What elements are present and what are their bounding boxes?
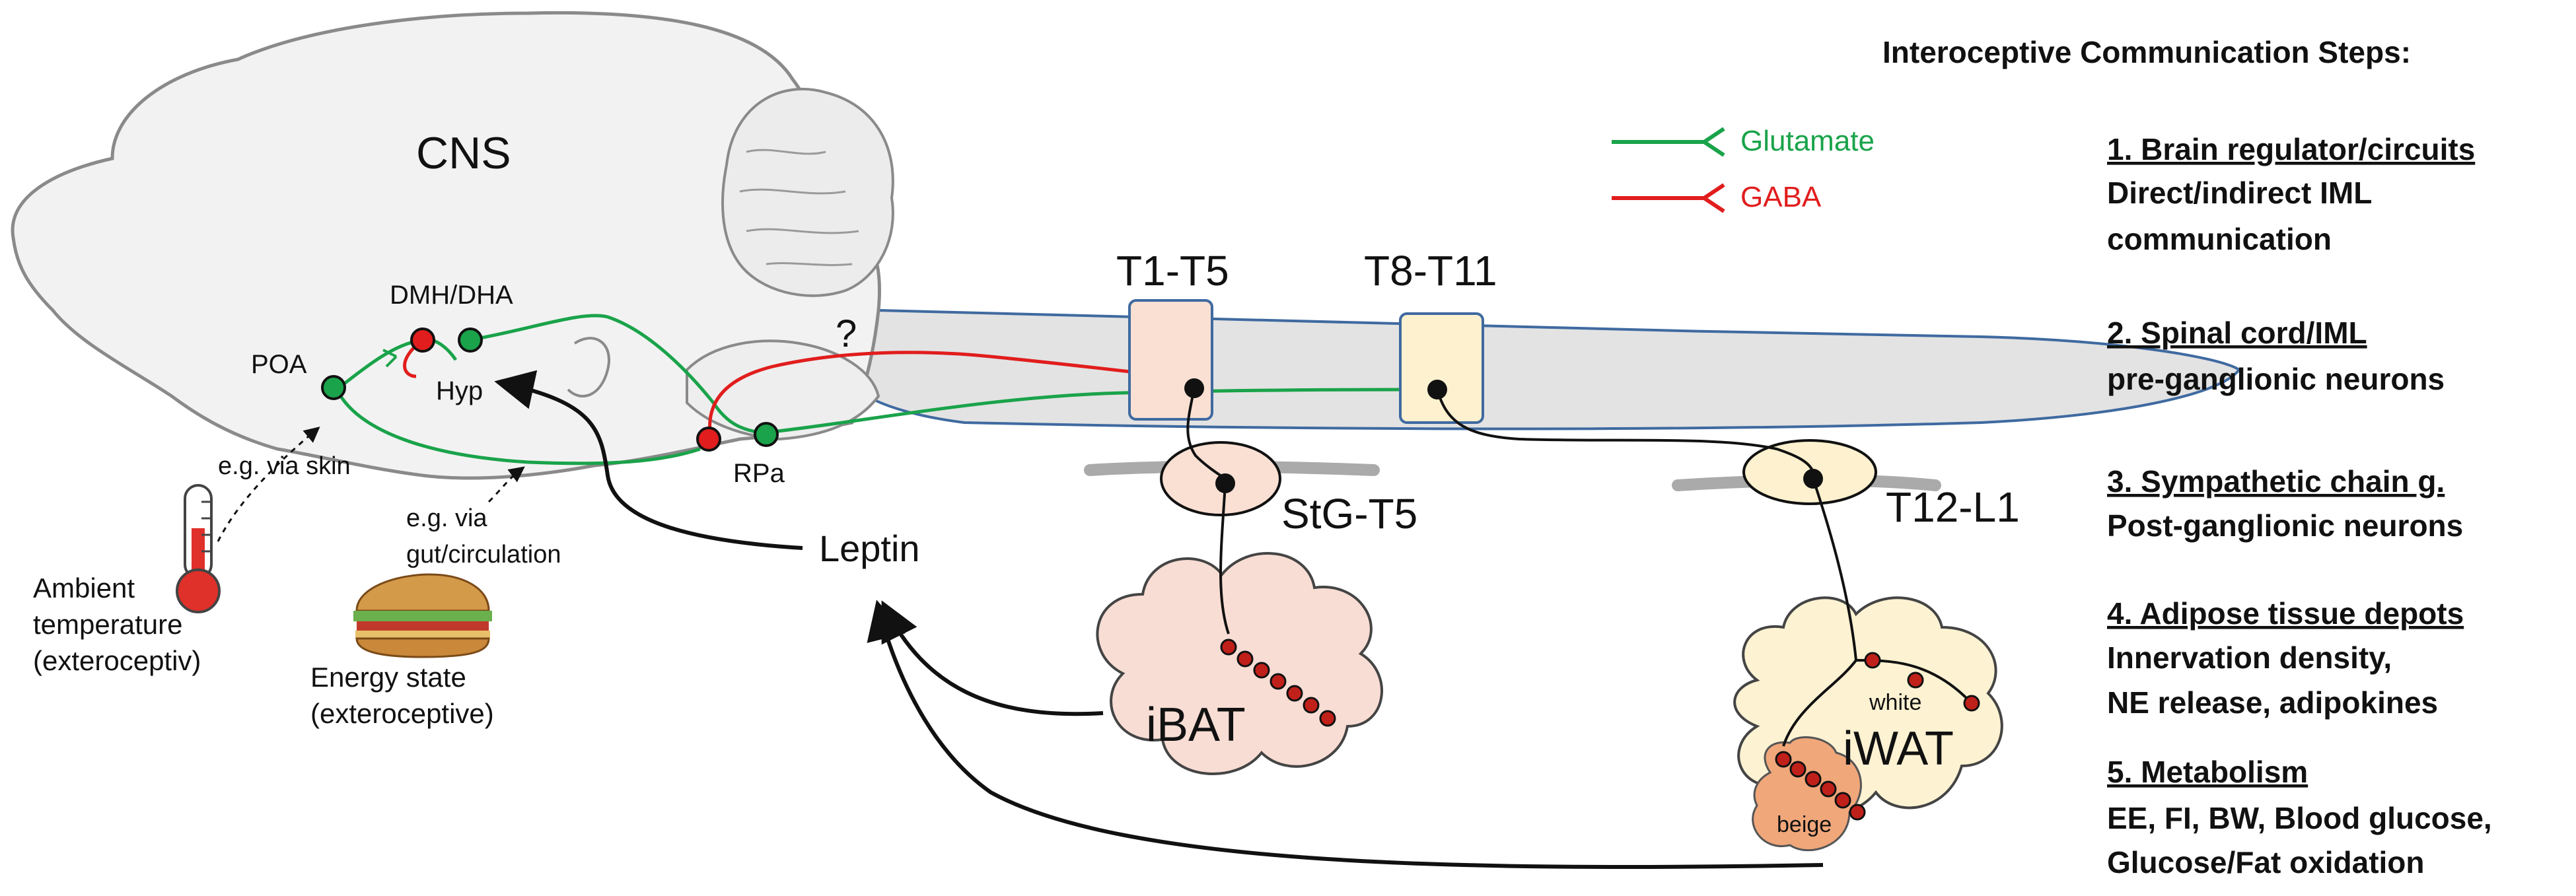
iwat-varicosities [1775,652,1980,821]
varicosity [1220,638,1237,656]
varicosity [1963,695,1980,712]
varicosity [1907,672,1924,689]
spinal-cord [857,308,2241,431]
step-5-line-2: Glucose/Fat oxidation [2107,845,2425,879]
poa-neuron [321,375,346,400]
varicosity [1303,697,1320,714]
dmh-glutamate-neuron [458,327,483,353]
iwat-label: iWAT [1843,722,1954,775]
preganglionic-axon-t8-t11 [1436,389,1814,473]
rpa-glutamate-neuron [754,422,779,447]
varicosity [1834,792,1851,809]
varicosity [1286,685,1303,702]
varicosity [1319,710,1336,727]
segment-t1-t5-label: T1-T5 [1116,247,1229,294]
step-2-heading: 2. Spinal cord/IML [2107,316,2367,350]
legend-gaba-label: GABA [1740,181,1822,213]
step-1-line-1: Direct/indirect IML [2107,176,2372,210]
beige-fat-label: beige [1777,812,1832,837]
ambient-label-line1: Ambient [33,572,135,603]
brain: CNS [11,11,894,480]
dmh-gaba-neuron [410,327,435,353]
varicosity [1775,751,1792,768]
ibat-label: iBAT [1146,699,1246,751]
rpa-gaba-neuron [696,427,721,452]
gut-input-arrow [487,466,525,503]
poa-label: POA [251,350,307,379]
segment-t1-t5-box [1128,299,1213,421]
rpa-label: RPa [733,459,785,488]
step-5-heading: 5. Metabolism [2107,755,2308,789]
energy-label-line2: (exteroceptive) [310,698,494,729]
step-1-heading: 1. Brain regulator/circuits [2107,132,2475,166]
varicosity [1849,804,1866,821]
varicosity [1820,780,1837,798]
legend-gaba-line [1612,183,1725,213]
varicosity [1236,650,1254,668]
skin-route-label: e.g. via skin [218,452,351,480]
legend-glutamate-line [1612,127,1725,157]
step-4-line-2: NE release, adipokines [2107,685,2438,720]
brain-neurons [321,327,779,452]
step-2-line-1: pre-ganglionic neurons [2107,362,2445,396]
brain-label: CNS [416,128,511,178]
gut-route-label-line2: gut/circulation [406,541,561,569]
step-1-line-2: communication [2107,222,2332,256]
varicosity [1789,761,1807,778]
unknown-pathway-label: ? [836,312,857,355]
hyp-label: Hyp [436,376,483,405]
step-4-heading: 4. Adipose tissue depots [2107,596,2464,631]
iwat-to-leptin-arrow [867,600,1824,869]
postganglionic-axon-ibat [1219,483,1230,635]
leptin-to-hyp-arrow [494,370,803,550]
leptin-label: Leptin [819,528,920,569]
ambient-label-line3: (exteroceptiv) [33,645,201,676]
white-fat-label: white [1869,690,1921,715]
thermometer-icon [176,484,221,613]
varicosity [1270,673,1287,690]
skin-input-arrow [217,427,320,542]
postganglionic-axon-iwat [1782,478,1858,747]
legend-glutamate-label: Glutamate [1740,125,1875,157]
segment-t8-t11-label: T8-T11 [1364,247,1497,294]
legend: Glutamate GABA [1612,125,1875,213]
sandwich-icon [353,573,492,658]
varicosity [1253,662,1270,679]
preganglionic-axon-t1-t5 [1186,388,1227,480]
dmh-dha-label: DMH/DHA [390,281,513,310]
steps-panel: Interoceptive Communication Steps: 1. Br… [1882,35,2492,879]
step-4-line-1: Innervation density, [2107,640,2392,675]
step-3-line-1: Post-ganglionic neurons [2107,508,2463,543]
energy-label-line1: Energy state [310,662,466,693]
ganglion-t12-l1-label: T12-L1 [1886,483,2020,531]
steps-title: Interoceptive Communication Steps: [1882,35,2411,69]
ganglion-stg-t5-label: StG-T5 [1281,490,1417,537]
varicosity [1805,771,1822,788]
ibat-to-leptin-arrow [881,600,1104,716]
varicosity [1864,652,1881,669]
gut-route-label-line1: e.g. via [406,504,487,532]
brain-cortex [11,11,881,480]
brain-stem [686,339,880,441]
ibat-varicosities [1220,638,1336,727]
step-3-heading: 3. Sympathetic chain g. [2107,464,2445,499]
step-5-line-1: EE, FI, BW, Blood glucose, [2107,801,2492,835]
segment-t8-t11-box [1399,312,1484,424]
ambient-label-line2: temperature [33,609,182,640]
